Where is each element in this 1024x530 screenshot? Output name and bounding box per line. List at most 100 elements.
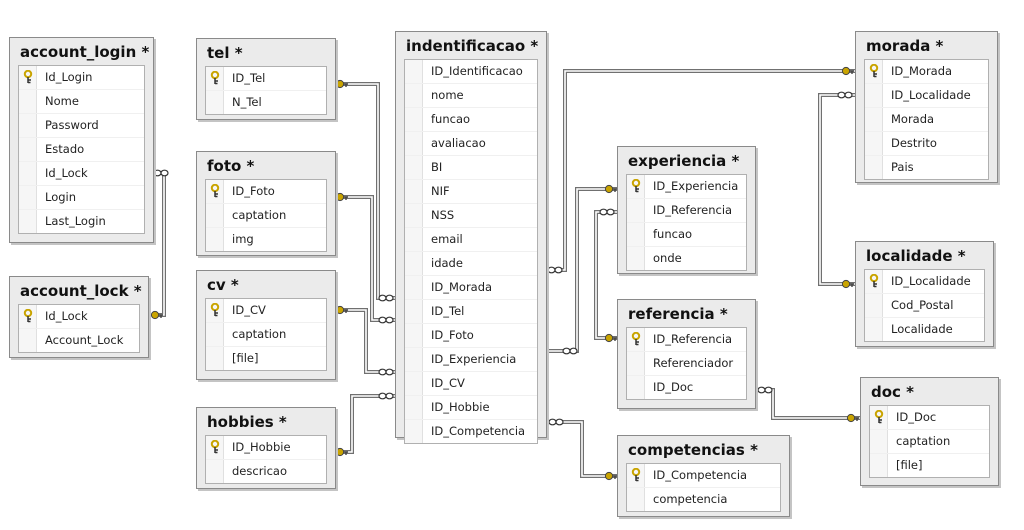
column-name: ID_Hobbie	[232, 440, 291, 454]
table-localidade[interactable]: localidade * ID_Localidade Cod_Postal Lo…	[855, 241, 994, 347]
column-name: Last_Login	[45, 214, 106, 228]
column-row[interactable]: ID_Tel	[405, 299, 537, 323]
many-end-icon	[378, 316, 387, 324]
column-row[interactable]: Last_Login	[19, 209, 144, 233]
table-experiencia[interactable]: experiencia * ID_Experiencia ID_Referenc…	[617, 146, 756, 274]
column-row[interactable]: NSS	[405, 203, 537, 227]
table-foto[interactable]: foto * ID_Foto captation img	[196, 151, 336, 256]
column-name: Pais	[891, 160, 914, 174]
table-morada[interactable]: morada * ID_Morada ID_Localidade Morada …	[855, 31, 998, 183]
table-title: account_lock *	[20, 282, 142, 300]
column-row[interactable]: Id_Login	[19, 66, 144, 89]
column-row[interactable]: Id_Lock	[19, 305, 139, 328]
column-row[interactable]: Destrito	[865, 131, 988, 155]
column-row[interactable]: ID_Tel	[206, 67, 326, 90]
column-row[interactable]: ID_Referencia	[627, 198, 746, 222]
table-indentificacao[interactable]: indentificacao * ID_Identificacao nome f…	[395, 31, 547, 444]
table-competencias[interactable]: competencias * ID_Competencia competenci…	[617, 435, 790, 517]
column-name: ID_Experiencia	[653, 179, 739, 193]
column-name: ID_Morada	[891, 64, 953, 78]
column-row[interactable]: ID_Localidade	[865, 270, 984, 293]
column-row[interactable]: Cod_Postal	[865, 293, 984, 317]
column-row[interactable]: descricao	[206, 459, 326, 483]
one-end-key-icon	[335, 447, 345, 457]
column-row[interactable]: Id_Lock	[19, 161, 144, 185]
column-row[interactable]: email	[405, 227, 537, 251]
column-name: ID_Localidade	[891, 274, 971, 288]
column-row[interactable]: ID_Experiencia	[405, 347, 537, 371]
column-row[interactable]: ID_CV	[405, 371, 537, 395]
column-row[interactable]: ID_Experiencia	[627, 175, 746, 198]
column-name: captation	[232, 208, 287, 222]
key-icon	[210, 71, 220, 85]
column-row[interactable]: ID_Foto	[405, 323, 537, 347]
column-name: ID_Tel	[232, 71, 266, 85]
column-row[interactable]: BI	[405, 155, 537, 179]
column-row[interactable]: ID_Localidade	[865, 83, 988, 107]
column-row[interactable]: [file]	[870, 453, 989, 477]
column-row[interactable]: ID_Morada	[405, 275, 537, 299]
column-row[interactable]: N_Tel	[206, 90, 326, 114]
key-icon	[23, 70, 33, 84]
many-end-icon	[385, 316, 394, 324]
one-end-key-icon	[604, 184, 614, 194]
column-row[interactable]: Referenciador	[627, 351, 746, 375]
column-row[interactable]: Morada	[865, 107, 988, 131]
column-row[interactable]: captation	[206, 203, 326, 227]
column-row[interactable]: onde	[627, 246, 746, 270]
column-name: NIF	[431, 184, 450, 198]
column-row[interactable]: ID_Competencia	[627, 464, 780, 487]
column-name: competencia	[653, 492, 728, 506]
column-row[interactable]: ID_Morada	[865, 60, 988, 83]
column-row[interactable]: Localidade	[865, 317, 984, 341]
column-row[interactable]: Pais	[865, 155, 988, 179]
column-row[interactable]: ID_CV	[206, 299, 326, 322]
table-account-lock[interactable]: account_lock * Id_Lock Account_Lock	[9, 276, 149, 358]
column-row[interactable]: funcao	[405, 107, 537, 131]
relationship-line	[336, 394, 395, 454]
table-tel[interactable]: tel * ID_Tel N_Tel	[196, 38, 336, 120]
many-end-icon	[385, 294, 394, 302]
column-row[interactable]: ID_Hobbie	[405, 395, 537, 419]
column-row[interactable]: funcao	[627, 222, 746, 246]
column-row[interactable]: ID_Identificacao	[405, 60, 537, 83]
column-row[interactable]: Nome	[19, 89, 144, 113]
one-end-key-icon	[150, 310, 160, 320]
column-row[interactable]: ID_Foto	[206, 180, 326, 203]
column-row[interactable]: [file]	[206, 346, 326, 370]
column-row[interactable]: ID_Referencia	[627, 328, 746, 351]
one-end-key-icon	[335, 305, 345, 315]
column-name: ID_CV	[232, 303, 266, 317]
column-row[interactable]: Password	[19, 113, 144, 137]
relationship-line	[154, 171, 166, 317]
column-row[interactable]: NIF	[405, 179, 537, 203]
column-name: ID_Doc	[896, 410, 937, 424]
column-row[interactable]: avaliacao	[405, 131, 537, 155]
table-hobbies[interactable]: hobbies * ID_Hobbie descricao	[196, 407, 336, 489]
column-name: funcao	[431, 112, 471, 126]
column-row[interactable]: ID_Doc	[627, 375, 746, 399]
column-row[interactable]: Estado	[19, 137, 144, 161]
table-cv[interactable]: cv * ID_CV captation [file]	[196, 270, 336, 380]
column-row[interactable]: ID_Competencia	[405, 419, 537, 443]
table-doc[interactable]: doc * ID_Doc captation [file]	[860, 377, 999, 486]
column-row[interactable]: ID_Hobbie	[206, 436, 326, 459]
column-row[interactable]: competencia	[627, 487, 780, 511]
table-title: referencia *	[628, 305, 728, 323]
column-name: ID_CV	[431, 376, 465, 390]
column-row[interactable]: Login	[19, 185, 144, 209]
column-row[interactable]: captation	[206, 322, 326, 346]
column-row[interactable]: nome	[405, 83, 537, 107]
table-referencia[interactable]: referencia * ID_Referencia Referenciador…	[617, 299, 756, 409]
column-row[interactable]: idade	[405, 251, 537, 275]
column-row[interactable]: captation	[870, 429, 989, 453]
column-name: ID_Doc	[653, 380, 694, 394]
column-name: Id_Login	[45, 70, 93, 84]
column-row[interactable]: ID_Doc	[870, 406, 989, 429]
table-account-login[interactable]: account_login * Id_Login Nome Password E…	[9, 37, 154, 243]
many-end-icon	[385, 392, 394, 400]
many-end-icon	[555, 418, 564, 426]
column-row[interactable]: img	[206, 227, 326, 251]
table-title: doc *	[871, 383, 915, 401]
column-row[interactable]: Account_Lock	[19, 328, 139, 352]
